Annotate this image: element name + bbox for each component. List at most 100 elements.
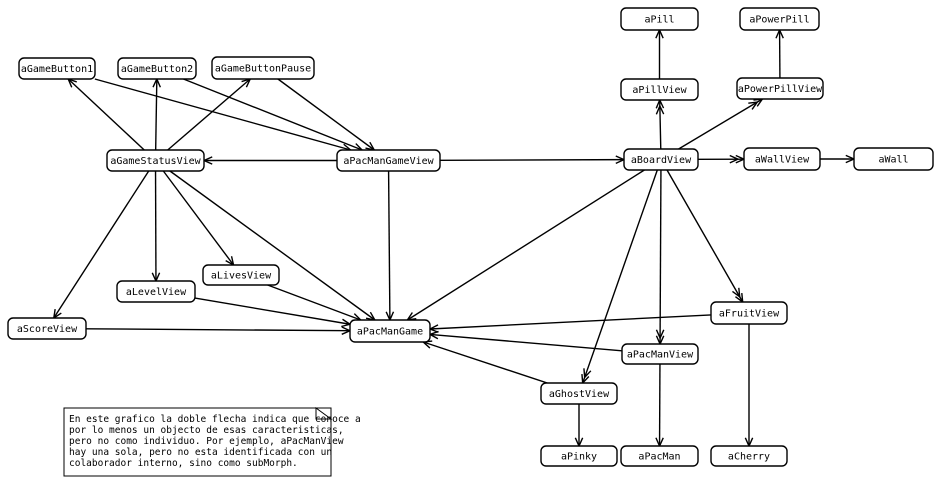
- edge-a-ghost-view-to-a-pinky: [574, 404, 584, 448]
- node-a-game-button-pause[interactable]: aGameButtonPause: [211, 56, 315, 80]
- edges-layer: [52, 28, 856, 448]
- note-line-3: pero no como individuo. Por ejemplo, aPa…: [69, 436, 344, 447]
- nodes-layer: aPill aPowerPill aGameButton1 aGameButton2 a…: [7, 7, 934, 467]
- arrow-head: [655, 329, 665, 340]
- node-a-level-view[interactable]: aLevelView: [116, 280, 196, 303]
- edge-a-fruit-view-to-a-cherry: [744, 324, 754, 448]
- node-a-game-status-view[interactable]: aGameStatusView: [106, 149, 205, 172]
- edge-a-game-button2-to-a-pac-man-game-view: [183, 78, 364, 152]
- note-box: [63, 407, 332, 477]
- node-a-power-pill-view[interactable]: aPowerPillView: [736, 77, 824, 100]
- arrow-head: [655, 104, 665, 115]
- edge-a-ghost-view-to-a-pac-man-game: [421, 340, 548, 384]
- node-label: aPill: [644, 15, 674, 26]
- node-a-pac-man-view[interactable]: aPacManView: [621, 343, 699, 365]
- node-label: aPacManGameView: [343, 156, 434, 167]
- node-label: aGameStatusView: [110, 156, 201, 167]
- node-a-ghost-view[interactable]: aGhostView: [540, 382, 618, 405]
- note-line-4: hay una sola, pero no esta identificada …: [69, 447, 332, 458]
- node-a-game-button1[interactable]: aGameButton1: [18, 57, 96, 80]
- node-label: aCherry: [728, 452, 770, 463]
- node-a-board-view[interactable]: aBoardView: [623, 148, 699, 171]
- node-box: [349, 319, 431, 343]
- edge-a-lives-view-to-a-pac-man-game: [267, 284, 363, 322]
- edge-a-fruit-view-to-a-pac-man-game: [428, 314, 712, 333]
- edge-a-power-pill-view-to-a-power-pill: [775, 28, 784, 79]
- note-line-2: por lo menos un objecto de esas caracter…: [69, 425, 344, 436]
- node-a-cherry[interactable]: aCherry: [710, 445, 788, 467]
- node-label: aWallView: [755, 155, 810, 166]
- note-line-5: colaborador interno, sino como subMorph.: [69, 458, 298, 469]
- edge-a-level-view-to-a-pac-man-game: [194, 297, 352, 328]
- node-label: aLivesView: [211, 271, 272, 282]
- edge-a-board-view-to-a-pac-man-game: [405, 169, 645, 321]
- node-box: [621, 343, 699, 365]
- edge-a-game-status-view-to-a-game-button2: [152, 77, 162, 151]
- arrow-head: [583, 368, 592, 379]
- node-label: aFruitView: [719, 309, 780, 320]
- arrow-head: [52, 308, 62, 320]
- node-label: aLevelView: [126, 287, 187, 298]
- node-a-score-view[interactable]: aScoreView: [7, 317, 87, 340]
- node-label: aPacMan: [638, 452, 680, 463]
- arrow-head: [729, 154, 740, 164]
- node-a-pill[interactable]: aPill: [620, 7, 699, 31]
- node-label: aGhostView: [549, 389, 610, 400]
- node-box: [18, 57, 96, 80]
- node-box: [7, 317, 87, 340]
- node-box: [540, 382, 618, 405]
- edge-a-board-view-to-a-pill-view: [655, 98, 665, 150]
- node-label: aGameButton1: [21, 64, 93, 75]
- node-label: aGameButtonPause: [215, 64, 311, 75]
- node-box: [106, 149, 205, 172]
- node-label: aPacManGame: [357, 327, 423, 338]
- node-a-power-pill[interactable]: aPowerPill: [739, 7, 820, 31]
- edge-a-game-status-view-to-a-level-view: [151, 170, 161, 283]
- edge-a-score-view-to-a-pac-man-game: [85, 326, 352, 335]
- node-box: [743, 147, 821, 171]
- edge-a-pac-man-view-to-a-pac-man-game: [428, 330, 623, 352]
- arrow-head: [732, 287, 741, 299]
- node-label: aPillView: [632, 85, 687, 96]
- node-a-pac-man-game-view[interactable]: aPacManGameView: [336, 149, 441, 172]
- node-box: [853, 147, 934, 171]
- edge-a-board-view-to-a-wall-view: [697, 154, 746, 164]
- note-line-1: En este grafico la doble flecha indica q…: [69, 414, 361, 425]
- node-box: [620, 7, 699, 31]
- node-box: [623, 148, 699, 171]
- edge-a-pac-man-game-view-to-a-pac-man-game: [385, 170, 395, 322]
- node-label: aBoardView: [631, 155, 692, 166]
- node-box: [202, 264, 280, 286]
- node-label: aPinky: [561, 452, 597, 463]
- node-a-pinky[interactable]: aPinky: [540, 445, 618, 467]
- edge-a-board-view-to-a-fruit-view: [666, 169, 744, 304]
- node-box: [736, 77, 824, 100]
- node-a-game-button2[interactable]: aGameButton2: [117, 57, 197, 80]
- node-a-pac-man-game[interactable]: aPacManGame: [349, 319, 431, 343]
- node-label: aGameButton2: [121, 64, 193, 75]
- node-label: aWall: [878, 155, 908, 166]
- node-a-fruit-view[interactable]: aFruitView: [710, 301, 788, 325]
- node-a-pac-man[interactable]: aPacMan: [620, 445, 699, 467]
- node-box: [540, 445, 618, 467]
- edge-a-pac-man-view-to-a-pac-man: [655, 363, 664, 448]
- node-a-lives-view[interactable]: aLivesView: [202, 264, 280, 286]
- node-box: [620, 445, 699, 467]
- node-box: [117, 57, 197, 80]
- edge-a-board-view-to-a-power-pill-view: [678, 98, 764, 150]
- node-a-pill-view[interactable]: aPillView: [620, 78, 699, 101]
- node-box: [116, 280, 196, 303]
- node-a-wall[interactable]: aWall: [853, 147, 934, 171]
- node-box: [710, 301, 788, 325]
- node-label: aScoreView: [17, 324, 78, 335]
- edge-a-pac-man-game-view-to-a-board-view: [439, 155, 626, 164]
- edge-a-pac-man-game-view-to-a-game-status-view: [202, 156, 337, 165]
- node-label: aPowerPill: [749, 15, 809, 26]
- edge-a-pill-view-to-a-pill: [655, 28, 664, 79]
- node-a-wall-view[interactable]: aWallView: [743, 147, 821, 171]
- edge-a-game-button-pause-to-a-pac-man-game-view: [277, 78, 376, 152]
- edge-a-game-status-view-to-a-lives-view: [162, 170, 235, 267]
- node-box: [739, 7, 820, 31]
- edge-a-game-status-view-to-a-pac-man-game: [169, 170, 377, 322]
